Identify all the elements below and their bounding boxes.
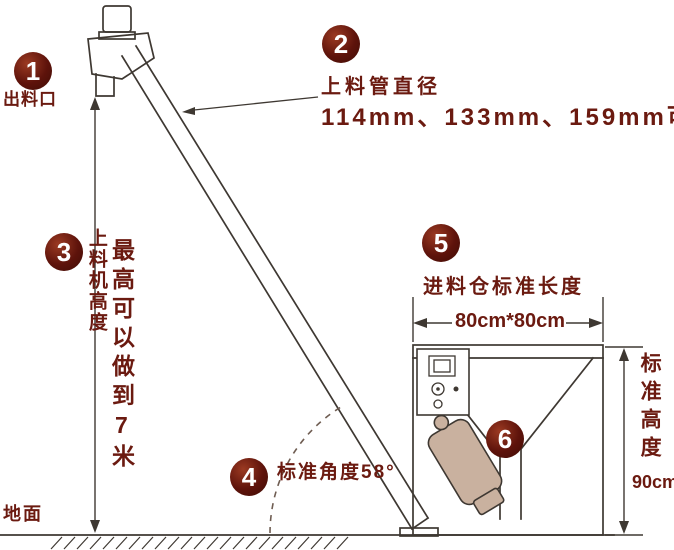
stand-height-label: 标准高度	[638, 352, 662, 464]
pipe-diameter-title: 上料管直径	[321, 76, 441, 98]
badge-2: 2	[322, 25, 360, 63]
badge-6: 6	[486, 420, 524, 458]
badge-4: 4	[230, 458, 268, 496]
angle-arc	[269, 406, 342, 534]
hopper-dimension-value: 80cm*80cm	[454, 310, 566, 332]
angle-label: 标准角度58°	[277, 462, 396, 483]
badge-3: 3	[45, 233, 83, 271]
outlet-label: 出料口	[3, 90, 57, 109]
machine-height-note: 最高可以做到7米	[108, 238, 135, 473]
conveyor-tube	[120, 44, 439, 537]
conveyor-head	[87, 5, 155, 97]
ground-line	[0, 534, 615, 550]
control-panel	[416, 348, 470, 416]
ground-label: 地面	[3, 504, 43, 524]
feed-motor	[427, 414, 505, 516]
machine-height-label: 上料机高度	[85, 228, 107, 333]
pipe-diameter-sizes: 114mm、133mm、159mm可	[321, 104, 674, 131]
badge-5: 5	[422, 224, 460, 262]
stand-height-value: 90cm	[632, 472, 674, 492]
left-height-dimension	[90, 97, 100, 533]
hopper-width-dimension	[412, 297, 604, 342]
hopper-length-title: 进料仓标准长度	[423, 276, 584, 298]
badge-1: 1	[14, 52, 52, 90]
pipe-pointer-arrow	[182, 96, 319, 115]
right-height-dimension	[605, 346, 643, 536]
